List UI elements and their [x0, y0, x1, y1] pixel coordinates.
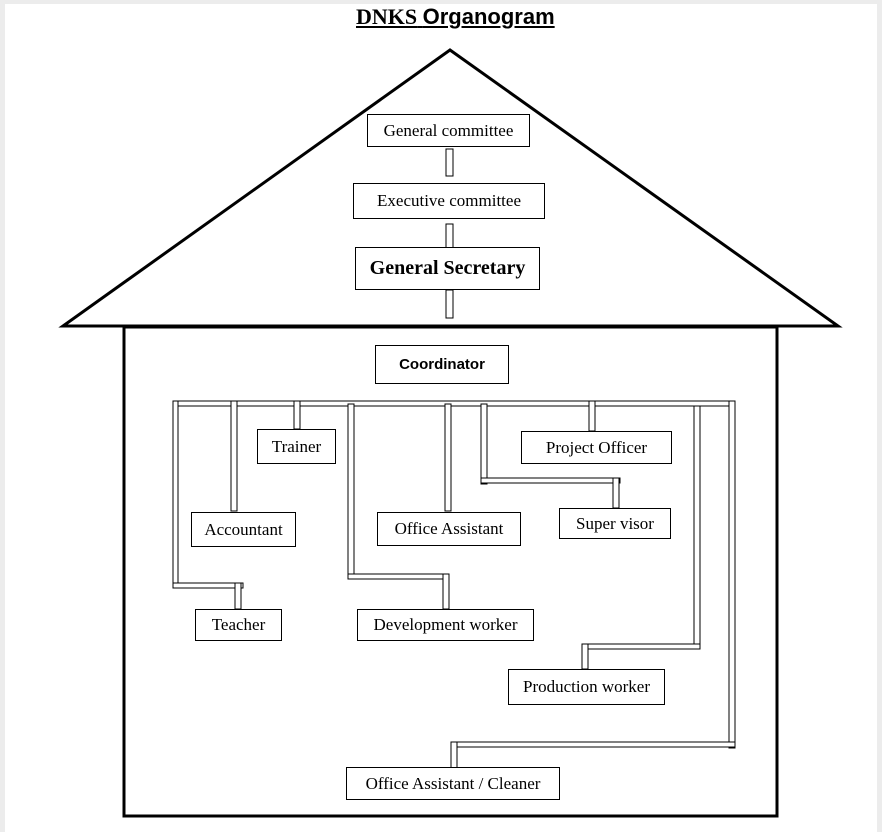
connector-devworker-drop [442, 573, 450, 610]
connector-cleaner-vertical [728, 400, 736, 749]
connector-trainer [293, 400, 301, 430]
connector-gs-coordinator [445, 289, 454, 319]
executive-committee-box: Executive committee [353, 183, 545, 219]
connector-cleaner-drop [450, 741, 458, 769]
office-assistant-box: Office Assistant [377, 512, 521, 546]
development-worker-box: Development worker [357, 609, 534, 641]
connector-production-vertical [693, 405, 701, 650]
connector-ec-gs [445, 223, 454, 249]
connector-devworker-horizontal [347, 573, 449, 580]
office-assistant-cleaner-box: Office Assistant / Cleaner [346, 767, 560, 800]
connector-accountant [230, 400, 238, 512]
connector-supervisor-vertical [480, 403, 488, 485]
coordinator-box: Coordinator [375, 345, 509, 384]
connector-cleaner-horizontal [450, 741, 736, 748]
connector-gc-ec [445, 148, 454, 177]
main-bus [172, 400, 735, 407]
connector-office-assistant [444, 403, 452, 512]
connector-teacher-drop [234, 582, 242, 610]
connector-devworker-vertical [347, 403, 355, 580]
connector-supervisor-drop [612, 477, 620, 509]
connector-production-drop [581, 643, 589, 670]
supervisor-box: Super visor [559, 508, 671, 539]
connector-production-horizontal [581, 643, 701, 650]
diagram-title: DNKS Organogram [356, 4, 555, 29]
connector-teacher-vertical [172, 400, 179, 589]
teacher-box: Teacher [195, 609, 282, 641]
trainer-box: Trainer [257, 429, 336, 464]
house-body [122, 325, 779, 818]
general-secretary-box: General Secretary [355, 247, 540, 290]
connector-project-officer [588, 400, 596, 432]
connector-supervisor-horizontal [480, 477, 621, 484]
connector-teacher-horizontal [172, 582, 244, 589]
project-officer-box: Project Officer [521, 431, 672, 464]
production-worker-box: Production worker [508, 669, 665, 705]
accountant-box: Accountant [191, 512, 296, 547]
general-committee-box: General committee [367, 114, 530, 147]
